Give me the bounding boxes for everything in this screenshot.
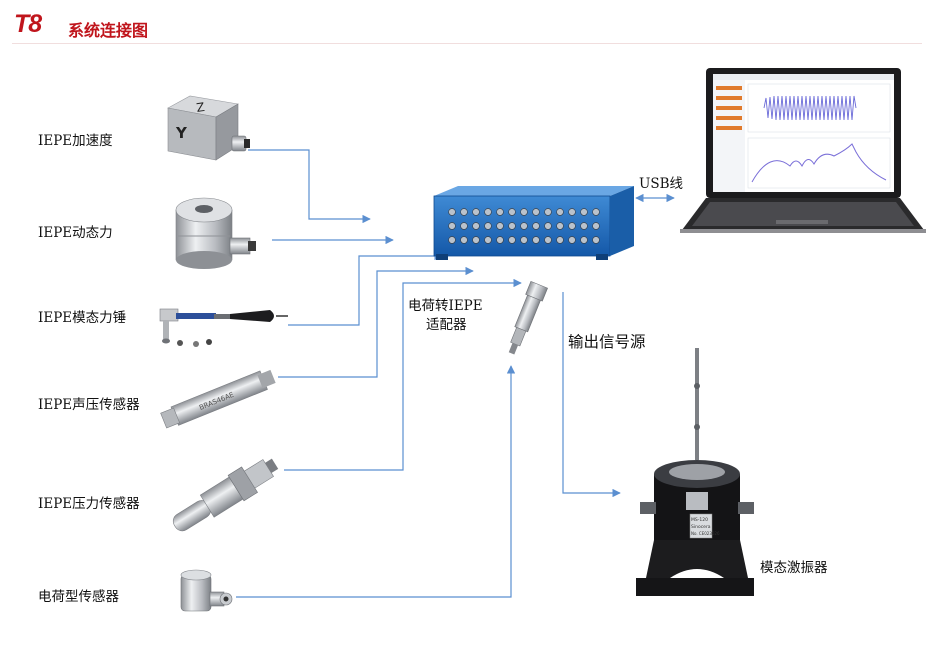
title-divider — [12, 43, 922, 44]
line-hammer-to-daq — [288, 251, 443, 326]
label-iepe-pressure: IEPE压力传感器 — [38, 496, 140, 512]
line-charge-to-adapter — [236, 365, 516, 598]
label-adapter-line2: 适配器 — [426, 317, 467, 333]
label-charge-sensor: 电荷型传感器 — [38, 589, 119, 605]
shaker-plate-line2: Sinocera — [691, 524, 711, 530]
pressure-sensor-image — [172, 458, 279, 532]
shaker-plate-line3: No. CE023026 — [691, 531, 720, 536]
charge-sensor-image — [180, 569, 233, 612]
daq-connector-grid — [448, 208, 600, 244]
line-microphone-to-daq — [278, 266, 474, 378]
laptop-image — [680, 68, 926, 233]
modal-shaker-image: MS-120 Sinocera No. CE023026 — [636, 348, 754, 596]
connection-lines — [236, 149, 675, 598]
daq-box-image — [433, 186, 634, 260]
laptop-chirp-signal — [763, 95, 857, 121]
label-iepe-microphone: IEPE声压传感器 — [38, 397, 140, 413]
impact-hammer-image — [159, 308, 288, 347]
label-iepe-impact-hammer: IEPE模态力锤 — [38, 310, 127, 326]
label-iepe-accelerometer: IEPE加速度 — [38, 133, 113, 149]
force-sensor-image — [175, 197, 256, 269]
title-model: T8 — [14, 10, 42, 38]
label-output-signal: 输出信号源 — [568, 333, 646, 351]
label-modal-shaker: 模态激振器 — [760, 560, 828, 576]
line-output-to-shaker — [562, 292, 621, 498]
accel-y-mark: Y — [175, 124, 188, 142]
label-iepe-dynamic-force: IEPE动态力 — [38, 225, 113, 241]
title-text: 系统连接图 — [68, 21, 149, 40]
laptop-spectrum-curve — [751, 143, 887, 183]
line-accelerometer-to-daq — [248, 149, 371, 224]
accel-z-mark: Z — [195, 100, 205, 115]
charge-adapter-image — [508, 281, 548, 355]
accelerometer-image: Z Y — [167, 95, 250, 161]
label-adapter-line1: 电荷转IEPE — [408, 298, 483, 314]
line-pressure-to-daq — [284, 278, 522, 471]
label-usb-cable: USB线 — [639, 176, 684, 192]
microphone-image: BRAS46AE — [160, 369, 276, 429]
shaker-plate-line1: MS-120 — [691, 517, 708, 523]
